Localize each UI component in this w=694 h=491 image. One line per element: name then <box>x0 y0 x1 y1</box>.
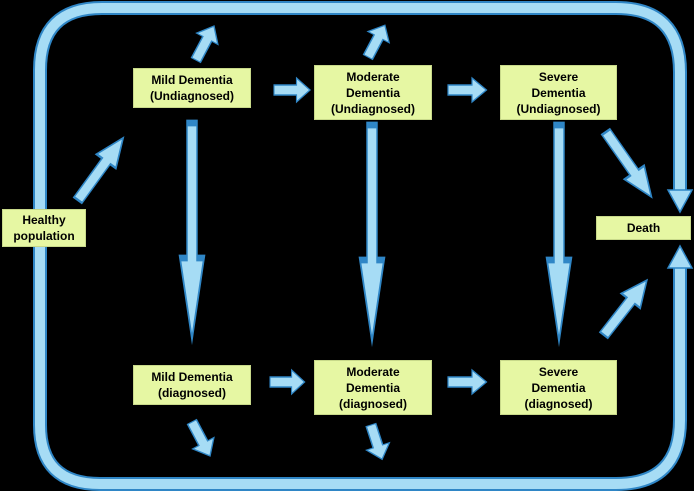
loop-arrow-top-fill <box>35 3 685 209</box>
loop-arrow-bottom-head <box>666 244 694 269</box>
arrow-mild-to-moderate-diagnosed <box>269 369 306 395</box>
node-mild-dementia-diagnosed: Mild Dementia (diagnosed) <box>133 365 251 405</box>
arrow-moderate-diagnosed-exit <box>358 420 395 464</box>
node-severe-dementia-diagnosed: Severe Dementia (diagnosed) <box>500 360 617 415</box>
arrow-mild-undiagnosed-to-diagnosed <box>180 123 204 339</box>
node-severe-dementia-undiagnosed: Severe Dementia (Undiagnosed) <box>500 65 617 120</box>
arrow-severe-undiagnosed-to-diagnosed <box>547 125 571 341</box>
node-moderate-dementia-diagnosed: Moderate Dementia (diagnosed) <box>314 360 432 415</box>
node-healthy-population: Healthy population <box>2 209 86 247</box>
arrow-severe-diagnosed-to-death <box>593 271 658 344</box>
node-mild-dementia-undiagnosed: Mild Dementia (Undiagnosed) <box>133 68 251 108</box>
arrow-severe-undiagnosed-to-death <box>595 124 663 205</box>
loop-arrow-bottom-fill <box>35 247 685 489</box>
arrow-moderate-undiagnosed-exit <box>356 18 397 64</box>
loop-arrow-top-head <box>666 189 694 214</box>
arrow-moderate-to-severe-diagnosed <box>447 369 488 395</box>
arrow-mild-undiagnosed-exit <box>184 19 226 67</box>
arrow-moderate-undiagnosed-to-diagnosed <box>360 125 384 341</box>
arrow-moderate-to-severe-undiagnosed <box>447 77 488 103</box>
node-death: Death <box>596 216 691 240</box>
node-moderate-dementia-undiagnosed: Moderate Dementia (Undiagnosed) <box>314 65 432 120</box>
arrow-healthy-to-mild-undiagnosed <box>67 129 134 209</box>
arrow-mild-diagnosed-exit <box>180 415 222 463</box>
arrow-mild-to-moderate-undiagnosed <box>273 77 311 103</box>
